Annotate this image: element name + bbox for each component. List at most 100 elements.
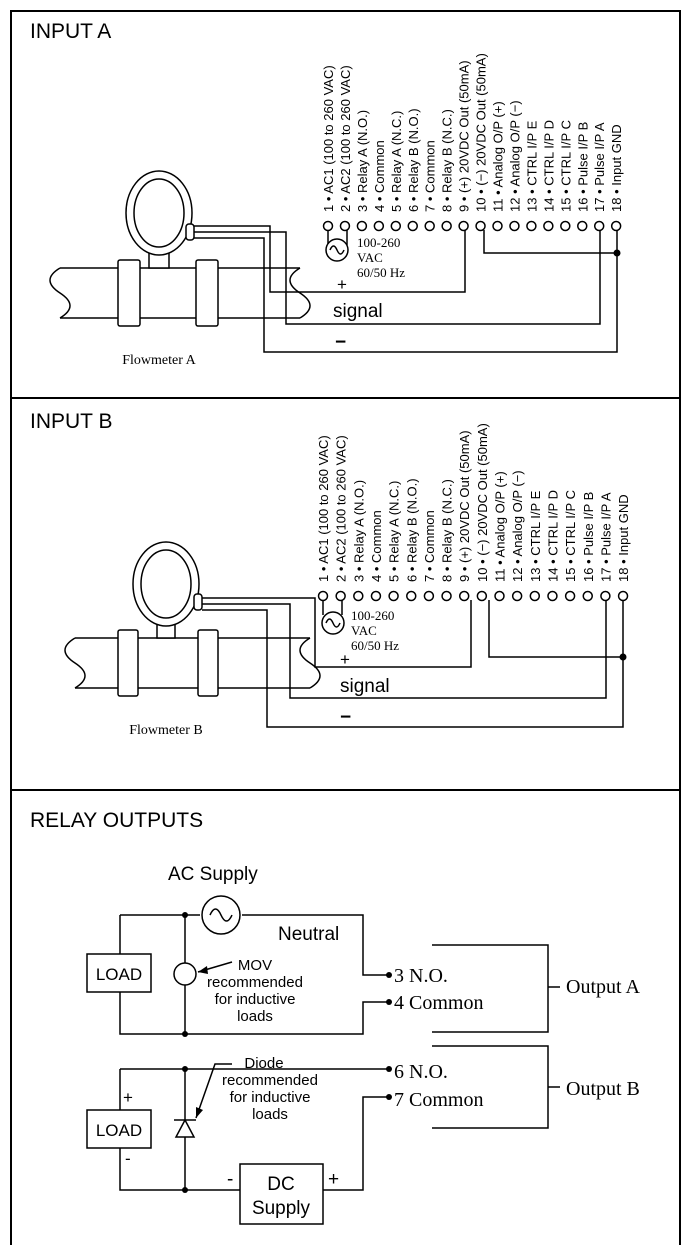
terminal-3-label: 3 N.O. bbox=[394, 965, 448, 987]
junction-dot-a bbox=[613, 249, 621, 257]
wires-b bbox=[202, 597, 624, 728]
diode-icon bbox=[174, 1118, 196, 1138]
junction-dot-b bbox=[619, 653, 627, 661]
panel-title-input-b: INPUT B bbox=[30, 410, 112, 433]
input-a-terminal-18 bbox=[610, 220, 622, 232]
input-a-terminal-2 bbox=[339, 220, 351, 232]
plus-label-b: + bbox=[340, 650, 350, 669]
input-a-terminal-label-15: 15 • CTRL I/P C bbox=[558, 120, 573, 212]
input-b-terminal-16 bbox=[582, 590, 593, 602]
input-a-terminal-17 bbox=[593, 220, 605, 232]
input-a-terminal-12 bbox=[509, 220, 520, 232]
input-a-terminal-label-3: 3 • Relay A (N.O.) bbox=[355, 110, 370, 212]
input-b-terminal-label-5: 5 • Relay A (N.C.) bbox=[387, 481, 402, 582]
input-a-terminal-9 bbox=[458, 220, 469, 232]
input-a-terminal-11 bbox=[492, 220, 503, 232]
neutral-label: Neutral bbox=[278, 924, 339, 945]
terminal-6-label: 6 N.O. bbox=[394, 1061, 448, 1083]
input-a-terminal-label-12: 12 • Analog O/P (−) bbox=[507, 100, 522, 212]
signal-label-a: signal bbox=[333, 301, 383, 322]
svg-text:loads: loads bbox=[252, 1106, 288, 1123]
svg-text:recommended: recommended bbox=[222, 1072, 318, 1089]
terminal-circles-b bbox=[317, 590, 629, 602]
dc-supply-line2: Supply bbox=[252, 1198, 311, 1219]
input-b-terminal-label-7: 7 • Common bbox=[422, 510, 437, 582]
input-a-terminal-label-18: 18 • Input GND bbox=[609, 124, 624, 212]
input-a-terminal-label-1: 1 • AC1 (100 to 260 VAC) bbox=[321, 65, 336, 212]
flowmeter-a-label: Flowmeter A bbox=[122, 353, 196, 368]
minus-label-a: − bbox=[335, 332, 346, 353]
minus-label-b: − bbox=[340, 707, 351, 728]
dc-minus-label: - bbox=[227, 1169, 233, 1190]
output-a-label: Output A bbox=[566, 976, 640, 998]
load-minus-label: - bbox=[125, 1149, 131, 1168]
dc-supply-line1: DC bbox=[267, 1174, 294, 1195]
terminal-labels-b: 1 • AC1 (100 to 260 VAC)2 • AC2 (100 to … bbox=[316, 423, 631, 582]
input-a-terminal-label-16: 16 • Pulse I/P B bbox=[575, 122, 590, 212]
load-box-b bbox=[86, 1109, 152, 1149]
input-a-terminal-8 bbox=[441, 220, 452, 232]
input-b-terminal-2 bbox=[335, 590, 346, 602]
input-b-terminal-18 bbox=[617, 590, 629, 602]
input-a-terminal-label-9: 9 • (+) 20VDC Out (50mA) bbox=[457, 60, 472, 212]
input-b-terminal-label-4: 4 • Common bbox=[369, 510, 384, 582]
supply-freq-b: 60/50 Hz bbox=[351, 638, 399, 653]
svg-text:loads: loads bbox=[237, 1008, 273, 1025]
plus-label-a: + bbox=[337, 275, 347, 294]
input-a-terminal-14 bbox=[543, 220, 554, 232]
input-b-terminal-label-16: 16 • Pulse I/P B bbox=[581, 492, 596, 582]
input-a-terminal-7 bbox=[424, 220, 435, 232]
input-b-terminal-1 bbox=[317, 590, 329, 602]
input-a-terminal-label-2: 2 • AC2 (100 to 260 VAC) bbox=[338, 65, 353, 212]
mov-icon bbox=[173, 962, 197, 986]
input-b-terminal-label-1: 1 • AC1 (100 to 260 VAC) bbox=[316, 435, 331, 582]
input-a-terminal-1 bbox=[322, 220, 334, 232]
input-a-terminal-10 bbox=[475, 220, 486, 232]
input-b-terminal-label-9: 9 • (+) 20VDC Out (50mA) bbox=[457, 430, 472, 582]
input-a-terminal-4 bbox=[373, 220, 385, 232]
input-b-terminal-9 bbox=[458, 590, 470, 602]
input-b-terminal-label-3: 3 • Relay A (N.O.) bbox=[351, 480, 366, 582]
input-b-terminal-17 bbox=[600, 590, 611, 602]
load-box-a bbox=[86, 953, 152, 993]
input-b-terminal-label-18: 18 • Input GND bbox=[616, 494, 631, 582]
input-a-terminal-label-11: 11 • Analog O/P (+) bbox=[491, 101, 506, 212]
diode-note: Diode recommended for inductive loads bbox=[222, 1055, 318, 1123]
input-b-terminal-label-11: 11 • Analog O/P (+) bbox=[493, 471, 508, 582]
input-b-terminal-label-2: 2 • AC2 (100 to 260 VAC) bbox=[334, 435, 349, 582]
terminal-7-label: 7 Common bbox=[394, 1089, 483, 1111]
input-b-terminal-label-6: 6 • Relay B (N.O.) bbox=[404, 478, 419, 582]
terminal-4-label: 4 Common bbox=[394, 992, 483, 1014]
input-b-terminal-label-10: 10 • (−) 20VDC Out (50mA) bbox=[475, 423, 490, 582]
terminal-circles-a bbox=[322, 220, 622, 232]
dc-plus-label: + bbox=[328, 1169, 339, 1190]
mov-note: MOV recommended for inductive loads bbox=[207, 957, 303, 1025]
input-b-terminal-label-12: 12 • Analog O/P (−) bbox=[510, 470, 525, 582]
supply-vac-a: VAC bbox=[357, 250, 383, 265]
input-b-terminal-6 bbox=[406, 590, 417, 602]
svg-text:for inductive: for inductive bbox=[230, 1089, 311, 1106]
svg-text:MOV: MOV bbox=[238, 957, 272, 974]
input-a-terminal-6 bbox=[407, 220, 418, 232]
input-a-terminal-5 bbox=[390, 220, 402, 232]
load-label-a: LOAD bbox=[96, 965, 142, 984]
supply-voltage-a: 100-260 bbox=[357, 235, 400, 250]
input-a-terminal-label-13: 13 • CTRL I/P E bbox=[524, 120, 539, 212]
input-a-terminal-label-5: 5 • Relay A (N.C.) bbox=[389, 111, 404, 212]
ac-supply-label: AC Supply bbox=[168, 864, 258, 885]
load-label-b: LOAD bbox=[96, 1121, 142, 1140]
input-b-terminal-label-15: 15 • CTRL I/P C bbox=[563, 490, 578, 582]
panel-title-input-a: INPUT A bbox=[30, 20, 111, 43]
input-a-terminal-3 bbox=[356, 220, 368, 232]
input-a-terminal-15 bbox=[560, 220, 571, 232]
input-b-terminal-7 bbox=[423, 590, 435, 602]
input-a-terminal-label-8: 8 • Relay B (N.C.) bbox=[440, 109, 455, 212]
input-b-terminal-10 bbox=[476, 590, 488, 602]
output-b-label: Output B bbox=[566, 1078, 640, 1100]
input-a-terminal-label-10: 10 • (−) 20VDC Out (50mA) bbox=[474, 53, 489, 212]
input-a-terminal-label-14: 14 • CTRL I/P D bbox=[541, 120, 556, 212]
input-b-terminal-label-17: 17 • Pulse I/P A bbox=[598, 492, 613, 582]
input-b-terminal-8 bbox=[441, 590, 452, 602]
supply-vac-b: VAC bbox=[351, 623, 377, 638]
